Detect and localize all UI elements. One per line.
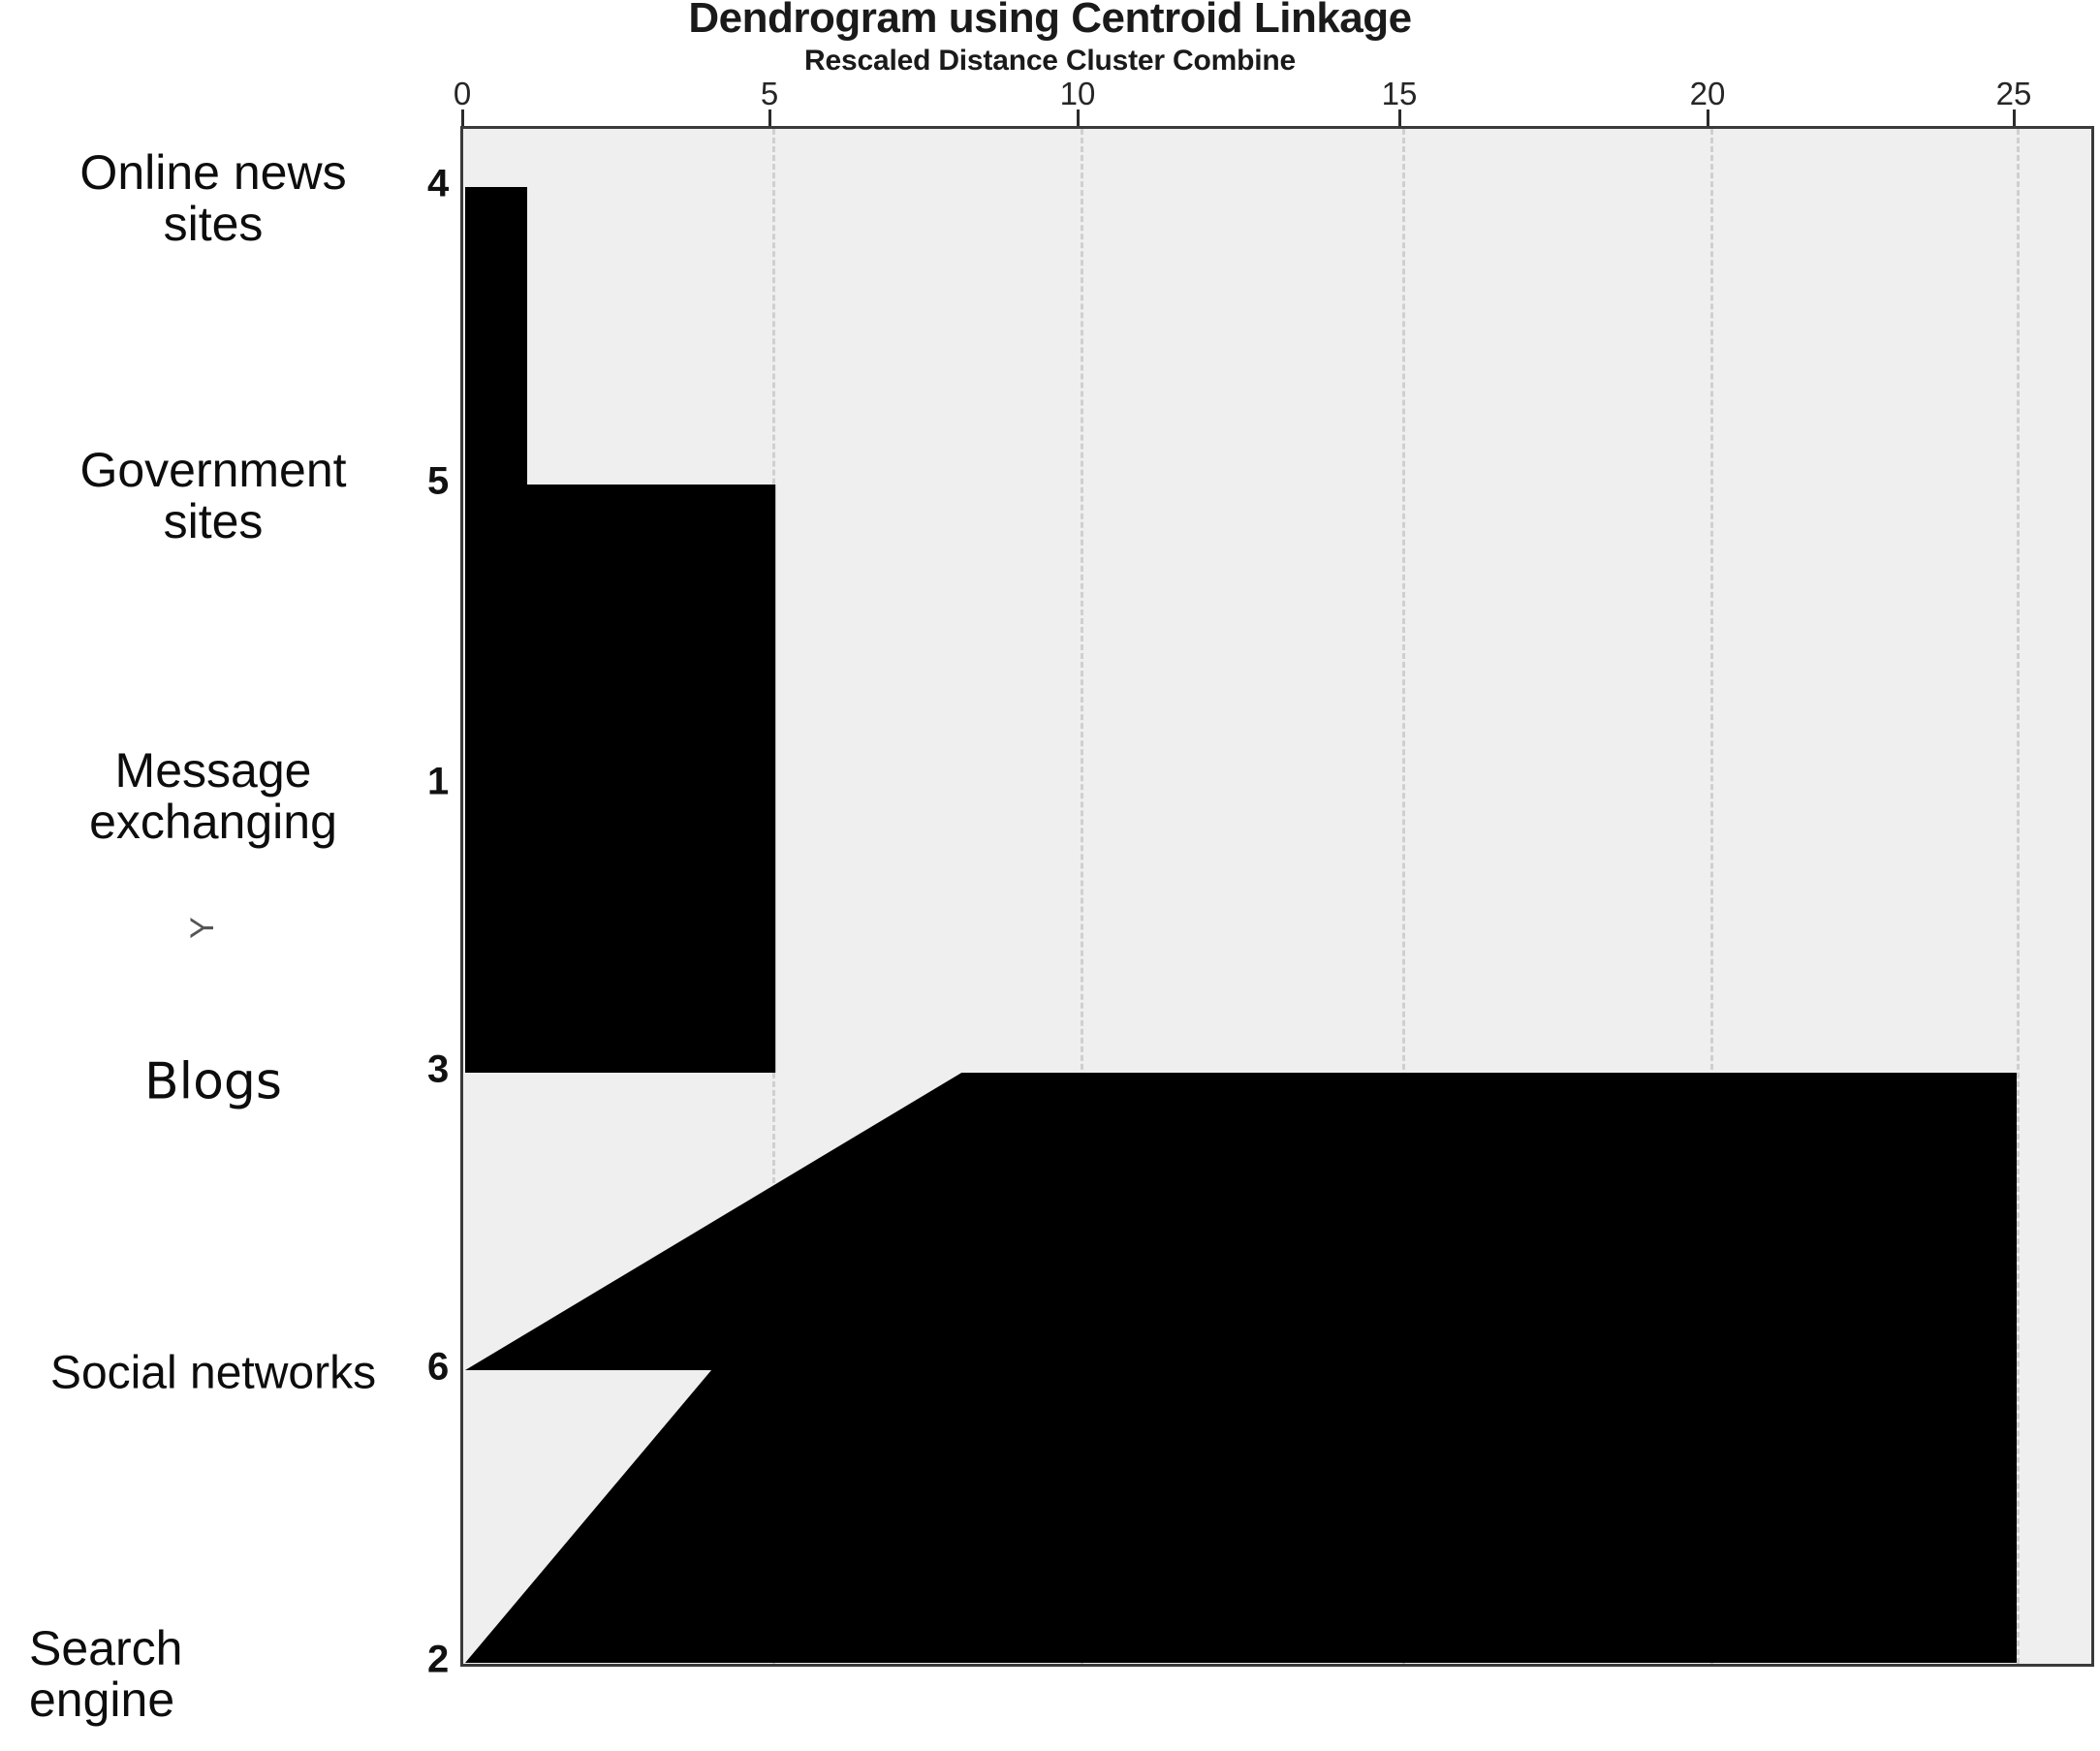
x-axis: 0 5 10 15 20 25 xyxy=(0,0,2100,136)
branch-merge-2-root xyxy=(465,1073,2017,1663)
dendrogram-lines xyxy=(465,187,2017,1663)
chart-title: Dendrogram using Centroid Linkage xyxy=(688,0,1412,42)
x-tick-mark-25 xyxy=(2013,109,2016,126)
category-label-2: Search engine xyxy=(29,1621,183,1727)
x-tick-label-10: 10 xyxy=(1059,76,1096,111)
category-label-5: Government sites xyxy=(79,443,347,548)
branch-merge-5-3 xyxy=(465,485,776,1073)
x-tick-label-0: 0 xyxy=(453,76,472,111)
x-tick-label-20: 20 xyxy=(1689,76,1726,111)
x-tick-label-25: 25 xyxy=(1995,76,2032,111)
x-tick-mark-0 xyxy=(461,109,464,126)
category-label-3: Blogs xyxy=(143,1052,283,1111)
category-label-1: Message exchanging xyxy=(89,743,337,849)
x-tick-mark-15 xyxy=(1398,109,1401,126)
gridline-25 xyxy=(2017,129,2020,1664)
gridline-10 xyxy=(1081,129,1083,1664)
x-tick-mark-20 xyxy=(1707,109,1709,126)
chart-subtitle: Rescaled Distance Cluster Combine xyxy=(804,45,1296,77)
x-tick-mark-5 xyxy=(768,109,771,126)
dendrogram-plot-area xyxy=(460,126,2094,1667)
x-tick-label-5: 5 xyxy=(760,76,779,111)
category-label-6: Social networks xyxy=(49,1347,377,1399)
gridline-15 xyxy=(1402,129,1405,1664)
x-tick-mark-10 xyxy=(1077,109,1080,126)
gridline-20 xyxy=(1710,129,1713,1664)
category-label-4: Online news sites xyxy=(79,145,347,251)
x-tick-label-15: 15 xyxy=(1381,76,1418,111)
